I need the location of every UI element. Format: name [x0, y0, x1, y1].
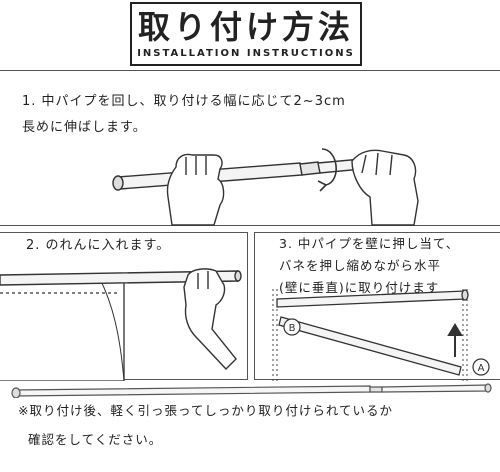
note-line-1: ※取り付け後、軽く引っ張ってしっかり取り付けられているか: [18, 403, 393, 418]
step-3-line-2: バネを押し縮めながら水平: [279, 258, 442, 273]
step-1-text: 1. 中パイプを回し、取り付ける幅に応じて2~3cm 長めに伸ばします。: [22, 89, 346, 141]
marker-b-label: B: [289, 323, 296, 334]
step-3-illustration: B A: [272, 289, 490, 381]
step-3-text: 3. 中パイプを壁に押し当て、 バネを押し縮めながら水平 (壁に垂直)に取り付け…: [279, 233, 459, 299]
step-1-line-2: 長めに伸ばします。: [22, 120, 147, 135]
product-rod: [11, 383, 492, 398]
step-1-illustration: [112, 148, 419, 226]
step-1-line-1: 1. 中パイプを回し、取り付ける幅に応じて2~3cm: [22, 94, 346, 109]
page-subtitle: INSTALLATION INSTRUCTIONS: [137, 48, 355, 59]
marker-b: B: [283, 318, 301, 336]
extend-rod-icon: [112, 156, 378, 191]
curtain-rod-icon: [11, 383, 492, 398]
marker-a-label: A: [478, 363, 485, 374]
step-2-illustration: [0, 268, 242, 381]
title-box: 取り付け方法 INSTALLATION INSTRUCTIONS: [130, 2, 362, 66]
note-line-2: 確認をしてください。: [28, 432, 163, 447]
step-3-panel: 3. 中パイプを壁に押し当て、 バネを押し縮めながら水平 (壁に垂直)に取り付け…: [254, 232, 500, 381]
hand-icon: [183, 268, 237, 371]
rotate-arrow-icon: [317, 148, 337, 192]
step-3-line-3: (壁に垂直)に取り付けます: [279, 280, 440, 295]
step-2-line-1: 2. のれんに入れます。: [26, 238, 171, 253]
curtain-rod-icon: [276, 289, 469, 376]
up-arrow-icon: [447, 323, 463, 357]
step-2-panel: 2. のれんに入れます。: [0, 232, 248, 381]
step-2-text: 2. のれんに入れます。: [26, 233, 170, 259]
step-1-panel: 1. 中パイプを回し、取り付ける幅に応じて2~3cm 長めに伸ばします。: [0, 70, 500, 226]
hand-icon: [351, 149, 419, 226]
marker-a: A: [472, 358, 490, 376]
page-title: 取り付け方法: [137, 8, 354, 46]
curtain-rod-icon: [0, 270, 242, 286]
hand-icon: [166, 153, 225, 226]
curtain-icon: [0, 276, 125, 381]
step-3-line-1: 3. 中パイプを壁に押し当て、: [279, 236, 460, 251]
note: ※取り付け後、軽く引っ張ってしっかり取り付けられているか 確認をしてください。: [18, 396, 393, 454]
